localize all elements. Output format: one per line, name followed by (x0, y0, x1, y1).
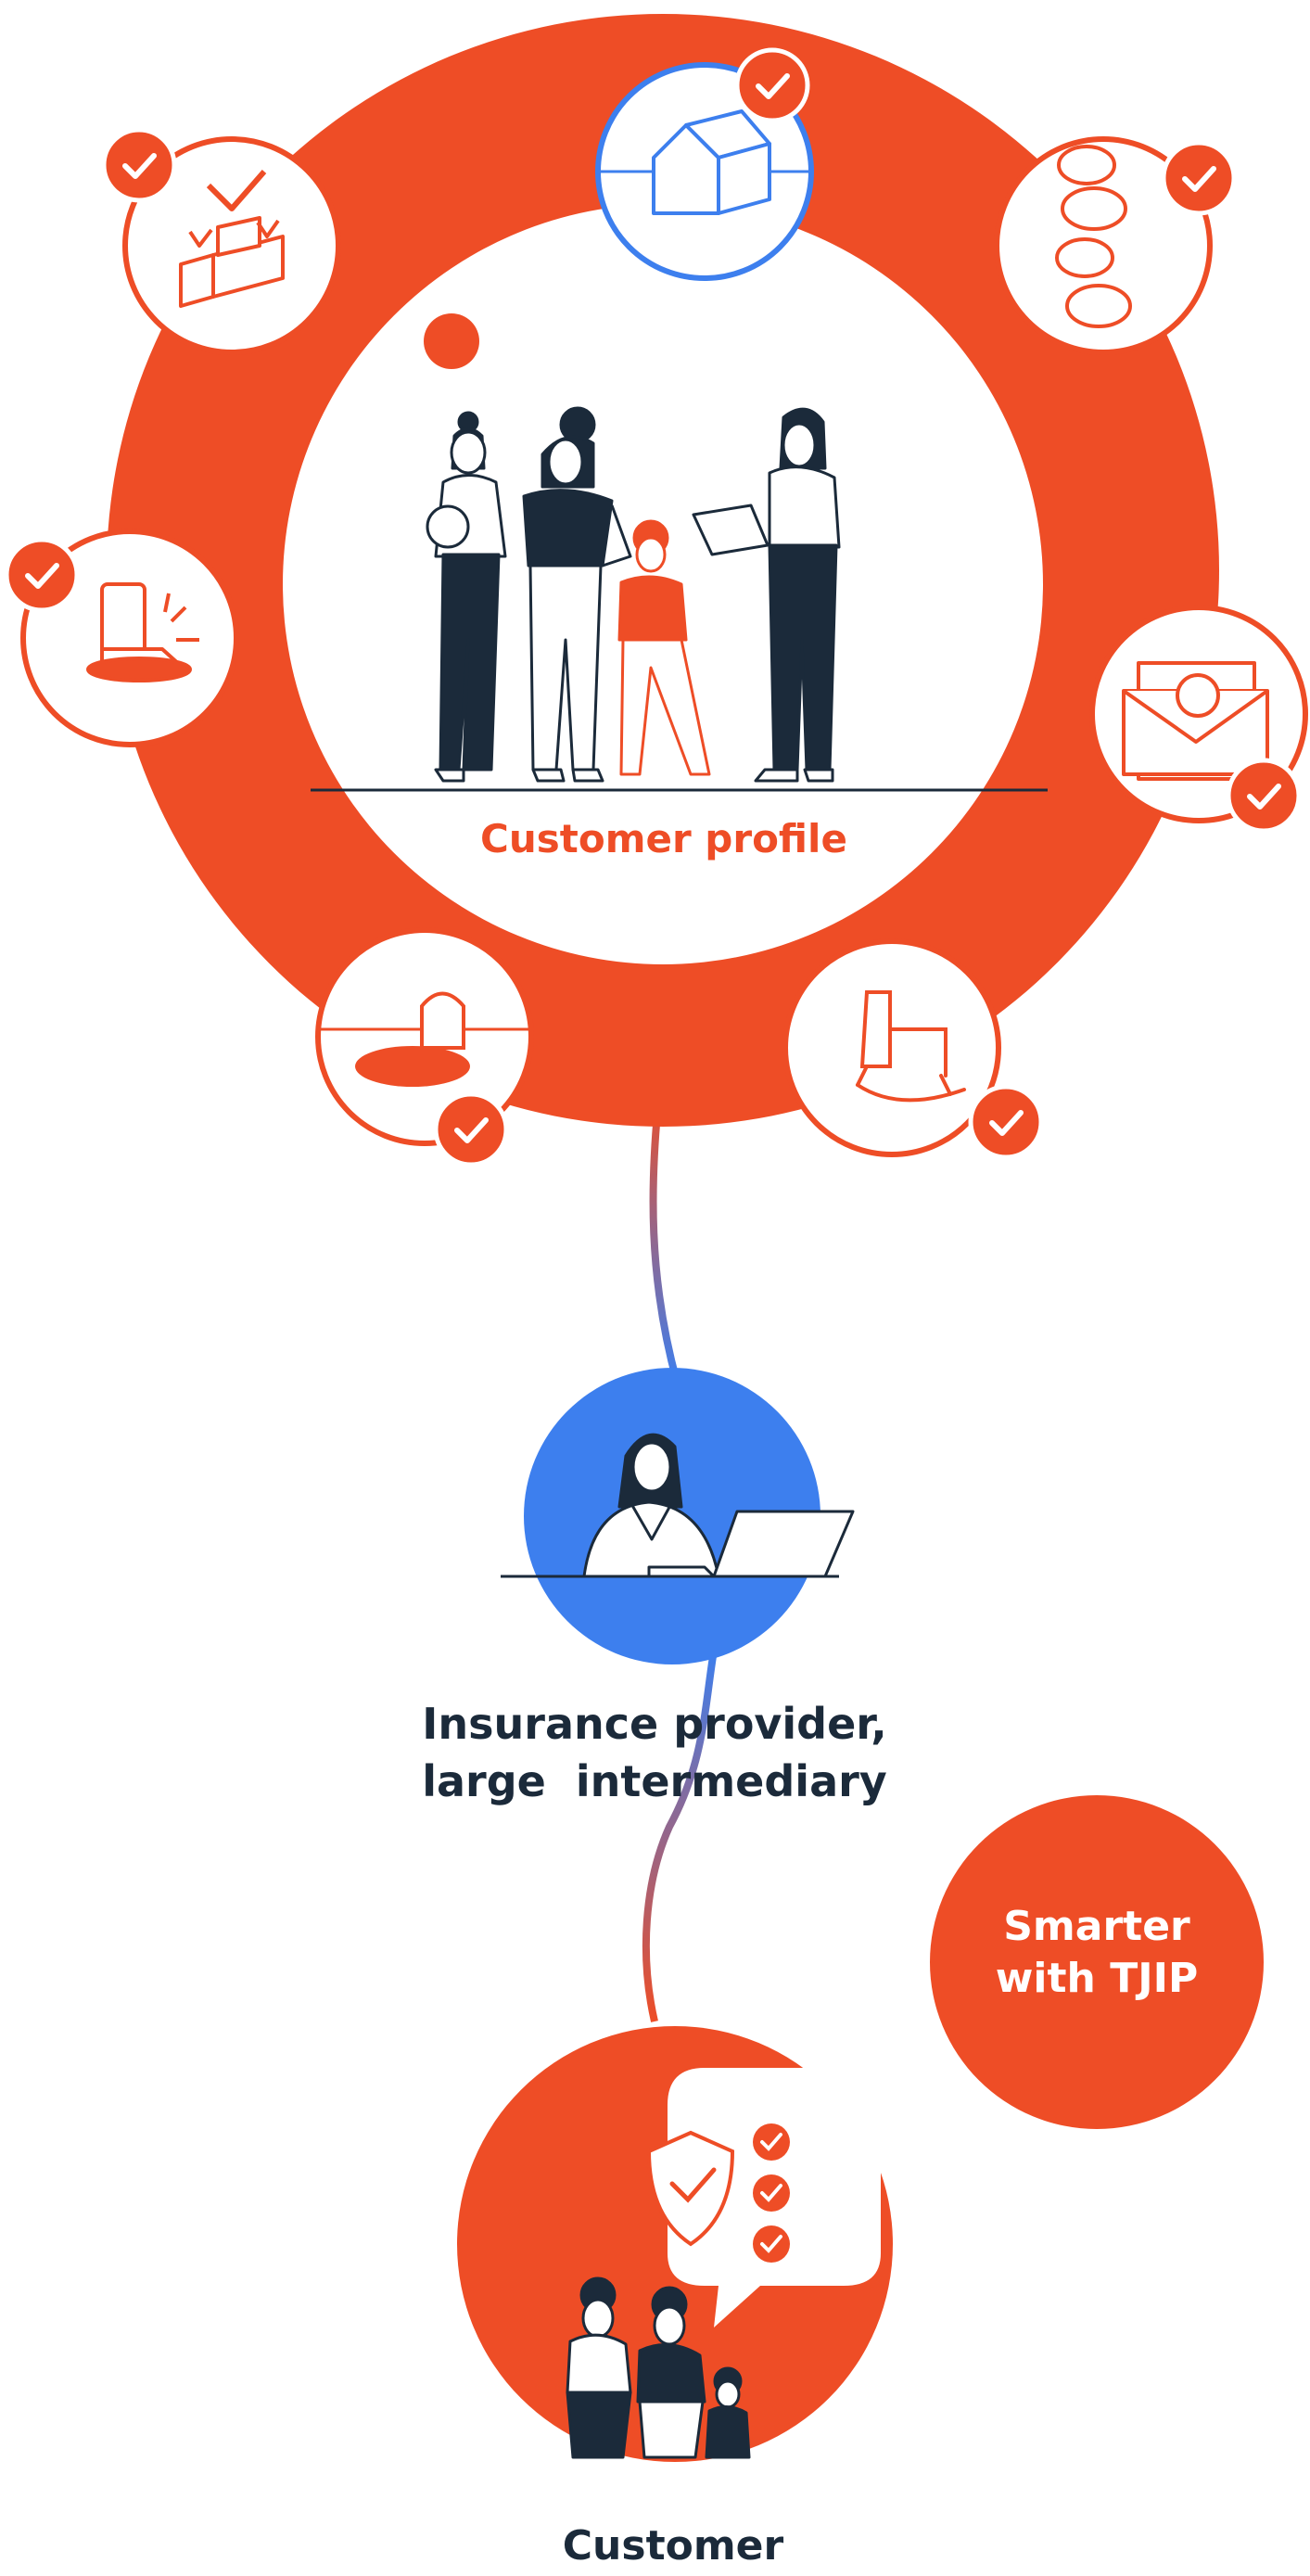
customer-profile-label: Customer profile (480, 816, 847, 861)
coins-icon-node (994, 136, 1234, 355)
tombstone-icon (420, 991, 465, 1050)
check-badge-icon (971, 1087, 1041, 1157)
insurance-provider-label-line1: Insurance provider, (422, 1699, 887, 1749)
insurance-provider-label-line2: large intermediary (422, 1756, 887, 1806)
check-badge-icon (104, 130, 174, 200)
check-badge-icon (6, 540, 77, 610)
smarter-with-tjip-label: Smarter with TJIP (935, 1901, 1259, 2005)
rocking-chair-icon (856, 990, 966, 1103)
insurance-provider-label: Insurance provider, large intermediary (330, 1695, 979, 1810)
family-illustration (426, 406, 841, 783)
house-icon (652, 109, 771, 215)
rocking-chair-icon-node (782, 938, 1041, 1157)
family-small-illustration (566, 2276, 751, 2459)
customer-label: Customer (562, 2522, 784, 2570)
decorative-dot (424, 313, 479, 369)
broken-leg-cast-icon-node (6, 529, 239, 747)
building-blocks-icon (179, 170, 285, 308)
connector-profile-to-provider (649, 1084, 680, 1384)
smarter-label-line1: Smarter (1003, 1903, 1190, 1950)
customer-node (457, 2026, 893, 2462)
smarter-label-line2: with TJIP (995, 1955, 1199, 2002)
connector-provider-to-customer (642, 1650, 718, 2022)
check-badge-icon (1228, 760, 1299, 831)
shield-check-icon (669, 2167, 717, 2203)
grave-mound-icon (355, 1046, 470, 1087)
shield-icon (646, 2130, 735, 2247)
check-badge-icon (737, 50, 808, 121)
tombstone-icon-node (315, 927, 534, 1165)
check-badge-icon (1164, 143, 1234, 213)
broken-leg-cast-icon (86, 582, 199, 682)
envelope-euro-icon-node (1089, 605, 1308, 831)
coins-icon (1055, 145, 1132, 328)
agent-at-laptop-illustration (582, 1433, 855, 1578)
smarter-with-tjip-circle (930, 1795, 1264, 2129)
checklist-icon (753, 2123, 790, 2263)
check-badge-icon (436, 1094, 506, 1165)
house-icon-node (595, 50, 814, 281)
building-blocks-icon-node (104, 130, 341, 355)
envelope-euro-icon (1122, 661, 1269, 781)
